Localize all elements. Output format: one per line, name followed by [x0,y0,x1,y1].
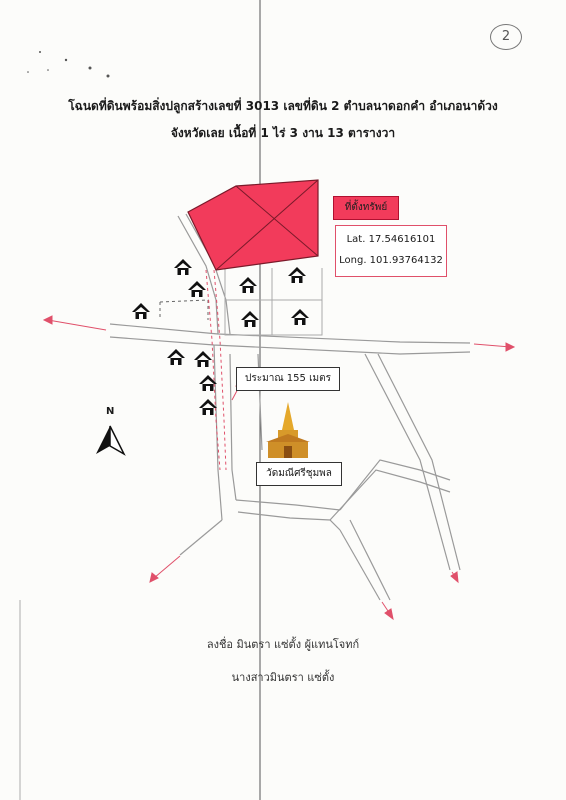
house-icon [199,399,217,415]
property-legend-label: ที่ตั้งทรัพย์ [333,196,399,220]
house-icon [199,375,217,391]
temple-label: วัดมณีศรีชุมพล [256,462,342,486]
deed-title-line1: โฉนดที่ดินพร้อมสิ่งปลูกสร้างเลขที่ 3013 … [68,99,498,113]
coordinates-box: Lat. 17.54616101 Long. 101.93764132 [335,225,447,277]
roads [109,213,471,601]
scan-marks [27,51,110,78]
deed-title-line2: จังหวัดเลย เนื้อที่ 1 ไร่ 3 งาน 13 ตาราง… [170,126,396,140]
houses [132,259,309,415]
north-label: N [106,406,115,417]
house-icon [194,351,212,367]
temple-icon [266,402,310,458]
distance-label: ประมาณ 155 เมตร [236,367,340,391]
latitude-text: Lat. 17.54616101 [346,234,436,245]
longitude-text: Long. 101.93764132 [339,255,443,266]
house-icon [239,277,257,293]
signer-name: นางสาวมินตรา แซ่ตั้ง [231,671,335,684]
parcel-lines [159,299,209,320]
parcels [224,268,323,336]
page-number: 2 [490,24,522,50]
route-line [213,269,227,471]
house-icon [132,303,150,319]
house-icon [241,311,259,327]
signature-line: ลงชื่อ มินตรา แซ่ตั้ง ผู้แทนโจทก์ [206,638,360,651]
north-arrow [96,425,126,456]
house-icon [167,349,185,365]
house-icon [174,259,192,275]
house-icon [188,281,206,297]
property-parcel [187,179,319,271]
house-icon [288,267,306,283]
house-icon [291,309,309,325]
